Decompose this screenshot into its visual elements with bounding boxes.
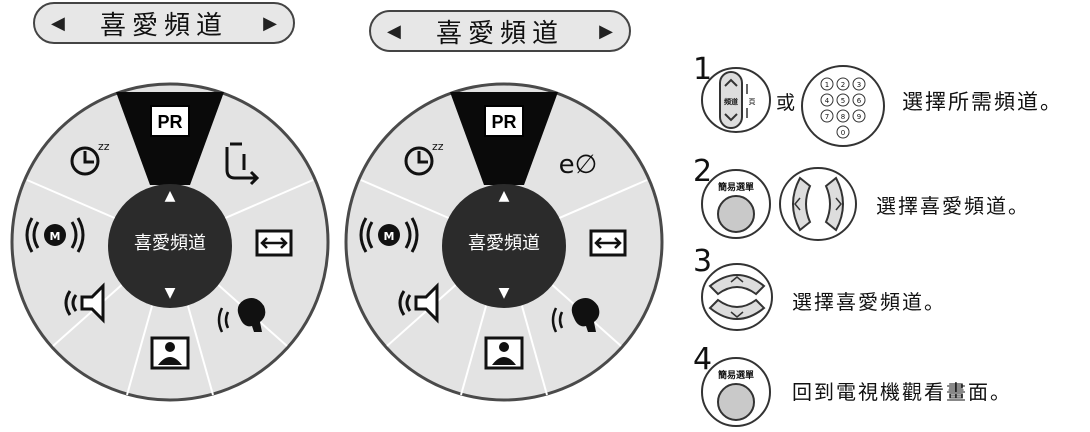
next-arrow[interactable]: ▶ bbox=[263, 12, 277, 34]
svg-text:6: 6 bbox=[857, 97, 862, 105]
dial-center-label: 喜愛頻道 bbox=[134, 233, 206, 254]
speaker-icon[interactable] bbox=[64, 282, 105, 324]
left-right-keys[interactable] bbox=[778, 166, 858, 242]
aspect-ratio-icon[interactable] bbox=[589, 229, 627, 257]
favorite-channel-header-left: ◀ 喜愛頻道 ▶ bbox=[33, 2, 295, 44]
step-1-connector: 或 bbox=[776, 92, 796, 114]
down-arrow-icon[interactable]: ▼ bbox=[165, 285, 176, 301]
svg-text:簡易選單: 簡易選單 bbox=[718, 369, 754, 381]
q-menu-key[interactable]: 簡易選單 bbox=[700, 168, 772, 240]
energy-saving-icon[interactable]: e∅ bbox=[559, 150, 598, 180]
pr-icon[interactable] bbox=[150, 105, 190, 137]
header-title: 喜愛頻道 bbox=[99, 10, 228, 41]
svg-text:頁: 頁 bbox=[749, 98, 756, 106]
sleep-timer-icon[interactable]: zz bbox=[70, 140, 110, 176]
svg-text:頻道: 頻道 bbox=[724, 97, 738, 106]
aspect-ratio-icon[interactable] bbox=[255, 229, 293, 257]
svg-text:簡易選單: 簡易選單 bbox=[718, 181, 754, 193]
svg-text:zz: zz bbox=[432, 140, 444, 153]
input-icon[interactable] bbox=[225, 142, 260, 186]
svg-text:1: 1 bbox=[825, 81, 829, 89]
pr-label: PR bbox=[491, 112, 516, 132]
q-menu-dial-left: PR ▲ ▼ 喜愛頻道 zz M bbox=[10, 82, 330, 402]
audio-mode-icon[interactable]: M bbox=[359, 217, 419, 253]
clear-voice-icon[interactable] bbox=[217, 298, 266, 333]
svg-text:M: M bbox=[50, 230, 61, 243]
channel-key[interactable]: 頻道 頁 bbox=[700, 66, 772, 134]
svg-text:3: 3 bbox=[857, 81, 861, 89]
step-2-number: 2 bbox=[693, 154, 713, 189]
down-arrow-icon[interactable]: ▼ bbox=[499, 285, 510, 301]
step-4-text: 回到電視機觀看畫面。 bbox=[792, 380, 1012, 404]
step-4-number: 4 bbox=[693, 342, 713, 377]
sleep-timer-icon[interactable]: zz bbox=[404, 140, 444, 176]
svg-text:7: 7 bbox=[825, 113, 829, 121]
step-1-text: 選擇所需頻道。 bbox=[902, 90, 1063, 114]
up-arrow-icon[interactable]: ▲ bbox=[165, 188, 176, 204]
svg-text:0: 0 bbox=[841, 129, 845, 137]
up-down-keys[interactable] bbox=[700, 262, 774, 332]
dial-center-label: 喜愛頻道 bbox=[468, 233, 540, 254]
step-1-number: 1 bbox=[693, 52, 713, 87]
picture-mode-icon[interactable] bbox=[484, 336, 524, 370]
pr-label: PR bbox=[157, 112, 182, 132]
number-keypad[interactable]: 1 2 3 4 5 6 7 8 9 0 bbox=[800, 64, 886, 148]
svg-text:9: 9 bbox=[857, 113, 861, 121]
svg-text:2: 2 bbox=[841, 81, 845, 89]
clear-voice-icon[interactable] bbox=[551, 298, 600, 333]
speaker-icon[interactable] bbox=[398, 282, 439, 324]
step-3-text: 選擇喜愛頻道。 bbox=[792, 290, 946, 314]
prev-arrow[interactable]: ◀ bbox=[387, 20, 401, 42]
favorite-channel-header-right: ◀ 喜愛頻道 ▶ bbox=[369, 10, 631, 52]
next-arrow[interactable]: ▶ bbox=[599, 20, 613, 42]
svg-text:5: 5 bbox=[841, 97, 845, 105]
picture-mode-icon[interactable] bbox=[150, 336, 190, 370]
q-menu-key-return[interactable]: 簡易選單 bbox=[700, 356, 772, 428]
svg-text:4: 4 bbox=[825, 97, 830, 105]
svg-text:zz: zz bbox=[98, 140, 110, 153]
header-title: 喜愛頻道 bbox=[435, 18, 564, 49]
pr-icon[interactable] bbox=[484, 105, 524, 137]
up-arrow-icon[interactable]: ▲ bbox=[499, 188, 510, 204]
step-3-number: 3 bbox=[693, 244, 713, 279]
q-menu-dial-right: PR ▲ ▼ 喜愛頻道 zz e∅ M bbox=[344, 82, 664, 402]
svg-text:M: M bbox=[384, 230, 395, 243]
svg-text:8: 8 bbox=[841, 113, 845, 121]
prev-arrow[interactable]: ◀ bbox=[51, 12, 65, 34]
step-2-text: 選擇喜愛頻道。 bbox=[876, 194, 1030, 218]
audio-mode-icon[interactable]: M bbox=[25, 217, 85, 253]
